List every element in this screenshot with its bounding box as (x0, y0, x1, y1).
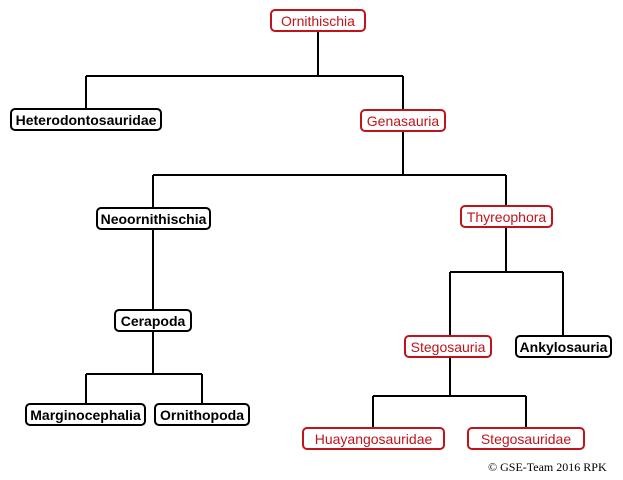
node-thyreophora: Thyreophora (460, 205, 553, 228)
node-marginocephalia: Marginocephalia (25, 403, 146, 426)
edge-cerapoda (85, 332, 203, 404)
edge-ornithischia (85, 31, 404, 110)
edge-stegosauria (372, 357, 527, 428)
edge-thyreophora (449, 227, 564, 336)
node-ornithopoda: Ornithopoda (154, 403, 250, 426)
node-genasauria: Genasauria (360, 109, 446, 132)
node-ornithischia: Ornithischia (270, 9, 366, 32)
edge-genasauria (152, 132, 507, 208)
node-ankylosauria: Ankylosauria (515, 335, 612, 358)
node-heterodontosauridae: Heterodontosauridae (10, 108, 162, 131)
node-neoornithischia: Neoornithischia (96, 207, 211, 230)
node-cerapoda: Cerapoda (114, 309, 192, 332)
node-stegosauria: Stegosauria (404, 335, 492, 358)
node-huayangosauridae: Huayangosauridae (302, 427, 445, 450)
node-stegosauridae: Stegosauridae (467, 427, 585, 450)
copyright-notice: © GSE-Team 2016 RPK (488, 460, 607, 474)
